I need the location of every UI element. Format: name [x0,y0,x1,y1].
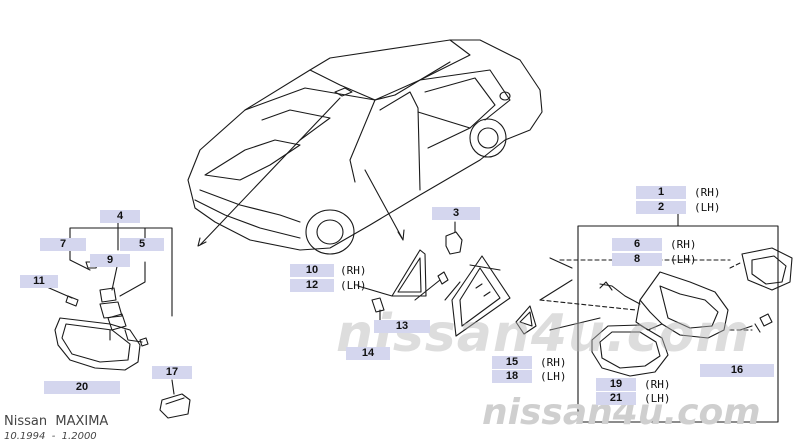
callout-2: 2 [636,201,686,214]
callout-15-side: (RH) [540,356,567,369]
callout-6: 6 [612,238,662,251]
callout-20: 20 [44,381,120,394]
callout-15: 15 [492,356,532,369]
callout-1-side: (RH) [694,186,721,199]
callout-12: 12 [290,279,334,292]
part-17-shape [159,393,191,419]
callout-10: 10 [290,264,334,277]
callout-11: 11 [20,275,58,288]
callout-17: 17 [152,366,192,379]
callout-18: 18 [492,370,532,383]
callout-5: 5 [120,238,164,251]
callout-12-side: (LH) [340,279,367,292]
inside-mirror-parts [54,261,149,371]
callout-6-side: (RH) [670,238,697,251]
car-illustration [187,39,543,255]
outside-mirror-parts [591,247,793,377]
callout-4: 4 [100,210,140,223]
production-range: 10.1994 - 1.2000 [4,431,97,442]
callout-8-side: (LH) [670,253,697,266]
callout-21: 21 [596,392,636,405]
callout-8: 8 [612,253,662,266]
callout-9: 9 [90,254,130,267]
callout-19-side: (RH) [644,378,671,391]
callout-3: 3 [432,207,480,220]
callout-13: 13 [374,320,430,333]
callout-10-side: (RH) [340,264,367,277]
callout-16: 16 [700,364,774,377]
callout-1: 1 [636,186,686,199]
callout-7: 7 [40,238,86,251]
callout-19: 19 [596,378,636,391]
callout-18-side: (LH) [540,370,567,383]
watermark-center: nissan4u.com [336,304,751,364]
callout-21-side: (LH) [644,392,671,405]
callout-2-side: (LH) [694,201,721,214]
vehicle-model-title: Nissan MAXIMA [4,414,109,429]
callout-14: 14 [346,347,390,360]
